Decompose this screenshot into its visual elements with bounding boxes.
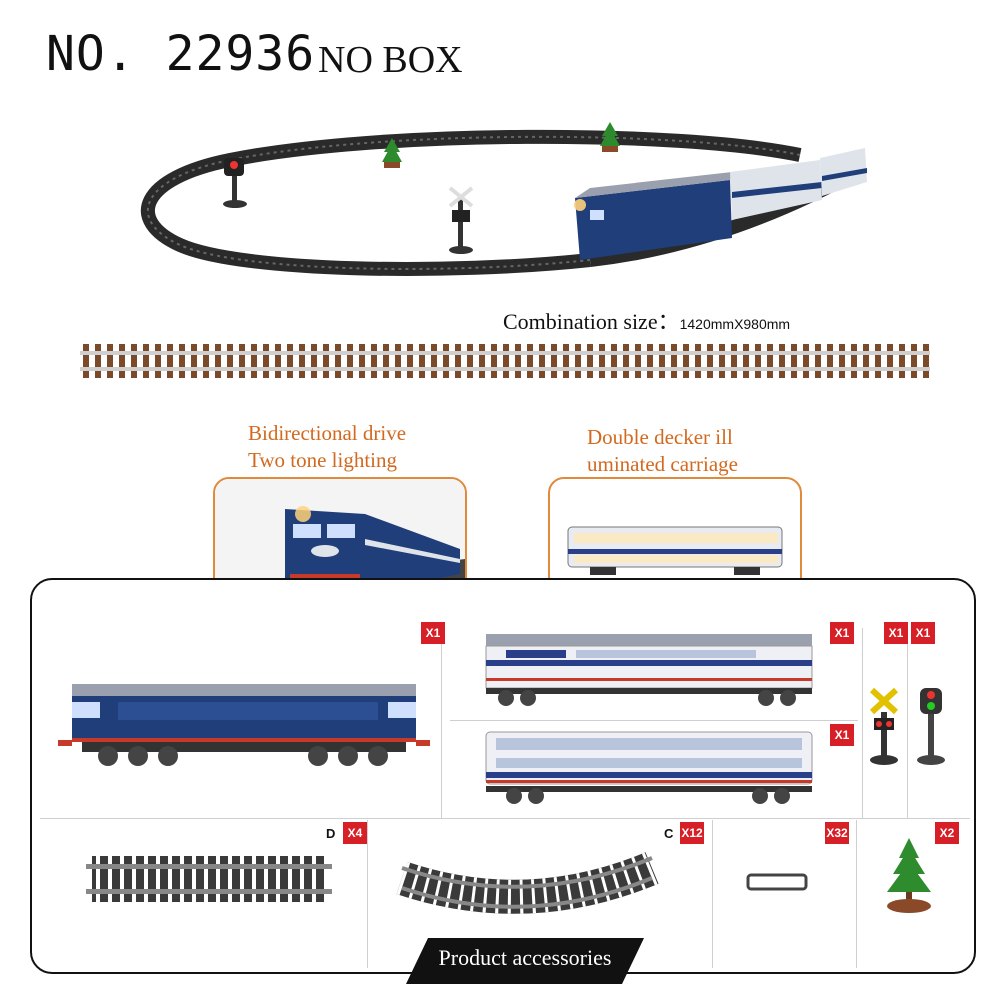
double-decker-image <box>567 526 783 575</box>
divider <box>712 820 713 968</box>
double-decker-qty-badge: X1 <box>830 724 854 746</box>
feature-caption-carriage: Double decker ill uminated carriage <box>587 424 738 478</box>
sleeper-car-qty-badge: X1 <box>830 622 854 644</box>
straight-track-image <box>86 852 332 906</box>
track-connector-image <box>746 873 808 891</box>
divider <box>856 820 857 968</box>
divider <box>862 628 863 818</box>
tree-image <box>887 838 931 913</box>
feature-line: uminated carriage <box>587 452 738 476</box>
double-decker-car-image <box>485 731 813 804</box>
curved-track-image <box>396 852 659 914</box>
locomotive-image <box>58 684 430 766</box>
combination-size-value: 1420mmX980mm <box>679 316 791 332</box>
feature-line: Double decker ill <box>587 425 733 449</box>
traffic-signal-image <box>917 688 945 765</box>
product-accessories-banner-bg <box>406 938 644 984</box>
packaging-label: NO BOX <box>318 39 463 81</box>
divider <box>907 628 908 818</box>
combination-size: Combination size：1420mmX980mm <box>503 304 790 336</box>
oval-track-ties <box>146 135 801 270</box>
feature-caption-drive: Bidirectional drive Two tone lighting <box>248 420 406 474</box>
curved-track-qty-badge: X12 <box>680 822 704 844</box>
curved-track-letter: C <box>664 826 674 841</box>
product-accessories-banner: Product accessories <box>438 945 612 970</box>
feature-line: Two tone lighting <box>248 448 398 472</box>
crossing-signal-small <box>448 186 474 254</box>
divider <box>450 720 858 721</box>
connector-qty-badge: X32 <box>825 822 849 844</box>
train-on-track <box>574 148 867 260</box>
model-number: NO. 22936 <box>46 26 316 82</box>
traffic-signal-qty-badge: X1 <box>911 622 935 644</box>
tree-small-1 <box>382 138 402 168</box>
tree-qty-badge: X2 <box>935 822 959 844</box>
crossing-signal-image <box>869 687 899 765</box>
combination-size-label: Combination size： <box>503 309 680 334</box>
divider <box>40 818 970 819</box>
divider <box>441 628 442 818</box>
sleeper-car-image <box>485 634 813 706</box>
straight-track-qty-badge: X4 <box>343 822 367 844</box>
tree-small-2 <box>600 122 620 152</box>
divider <box>367 820 368 968</box>
traffic-signal-small <box>223 158 247 208</box>
straight-track-letter: D <box>326 826 336 841</box>
track-layout-illustration <box>140 122 867 276</box>
locomotive-qty-badge: X1 <box>421 622 445 644</box>
crossing-signal-qty-badge: X1 <box>884 622 908 644</box>
feature-line: Bidirectional drive <box>248 421 407 445</box>
straight-track-strip <box>80 344 930 378</box>
